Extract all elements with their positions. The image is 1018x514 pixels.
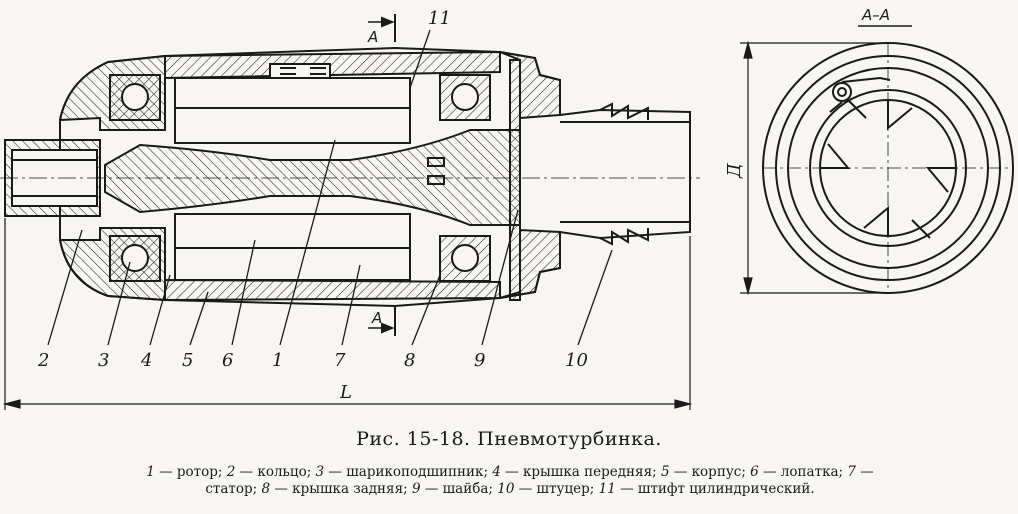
callout-7: 7 [334,350,346,371]
leader-lines [47,29,613,346]
section-mark-bottom [368,306,396,336]
callout-1: 1 [272,350,283,371]
legend-text: — крышка задняя; [270,481,412,497]
callout-9: 9 [474,350,485,371]
callout-11: 11 [428,8,451,29]
legend-number: 2 [226,464,236,480]
legend-text: — шайба; [420,481,498,497]
legend-number: 3 [315,464,325,480]
cross-section-a-a [762,42,1014,294]
legend-text: — крышка передняя; [500,464,661,480]
legend-number: 8 [261,481,271,497]
dimension-label-length: L [339,382,352,403]
legend-number: 11 [598,481,616,497]
legend-text: статор; [205,481,262,497]
dimension-label-diameter: Д [724,163,745,179]
legend-text: — штифт цилиндрический. [615,481,815,497]
legend-text: — ротор; [154,464,227,480]
legend-number: 1 [146,464,155,480]
legend-text: — корпус; [669,464,751,480]
callout-6: 6 [222,350,233,371]
callout-3: 3 [98,350,109,371]
legend-number: 7 [847,464,856,480]
callout-2: 2 [37,350,49,371]
callout-8: 8 [404,350,415,371]
legend-text: — [856,464,874,480]
legend-text: — шарикоподшипник; [324,464,493,480]
callout-10: 10 [565,350,588,371]
legend-text: — штуцер; [514,481,599,497]
dimension-diameter [740,40,880,296]
legend-number: 6 [750,464,759,480]
legend-number: 4 [492,464,501,480]
figure-caption: Рис. 15-18. Пневмотурбинка. [356,428,662,450]
pneumoturbine-drawing: A A 2 3 4 5 6 1 7 8 9 10 11 L A–A [0,6,1014,410]
legend-line-2: статор; 8 — крышка задняя; 9 — шайба; 10… [10,481,1010,498]
section-letter-bottom: A [371,309,382,327]
legend-line-1: 1 — ротор; 2 — кольцо; 3 — шарикоподшипн… [10,464,1010,481]
section-letter-top: A [367,28,378,46]
callout-4: 4 [140,350,152,371]
dimension-length [2,218,693,410]
legend-number: 9 [411,481,421,497]
section-mark-top [368,14,396,42]
legend-text: — кольцо; [235,464,316,480]
legend-number: 10 [497,481,515,497]
figure-legend: 1 — ротор; 2 — кольцо; 3 — шарикоподшипн… [10,464,1010,498]
longitudinal-section [0,46,700,308]
legend-text: — лопатка; [758,464,848,480]
section-view-title: A–A [861,6,890,24]
legend-number: 5 [660,464,670,480]
callout-5: 5 [182,350,193,371]
